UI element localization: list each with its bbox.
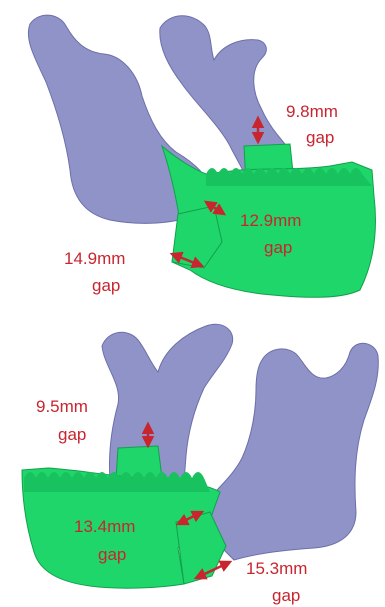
bottom-panel: 9.5mm gap 13.4mm gap 15.3mm gap <box>22 324 378 605</box>
top-middle-gap-value: 12.9mm <box>240 211 301 230</box>
top-panel: 9.8mm gap 12.9mm gap 14.9mm gap <box>28 15 375 297</box>
top-ramus-gap-value: 9.8mm <box>286 102 338 121</box>
top-left-gap-value: 14.9mm <box>64 249 125 268</box>
bottom-ramus-gap-word: gap <box>58 425 86 444</box>
bottom-right-gap-word: gap <box>272 586 300 605</box>
bottom-ramus-gap-value: 9.5mm <box>36 397 88 416</box>
top-middle-gap-word: gap <box>264 238 292 257</box>
top-ramus-gap-word: gap <box>306 128 334 147</box>
bottom-middle-gap-value: 13.4mm <box>74 517 135 536</box>
top-left-gap-word: gap <box>92 276 120 295</box>
bottom-implant-teeth <box>24 472 210 492</box>
bottom-middle-gap-word: gap <box>98 545 126 564</box>
bottom-right-gap-value: 15.3mm <box>246 559 307 578</box>
bottom-right-mandible <box>208 343 378 560</box>
